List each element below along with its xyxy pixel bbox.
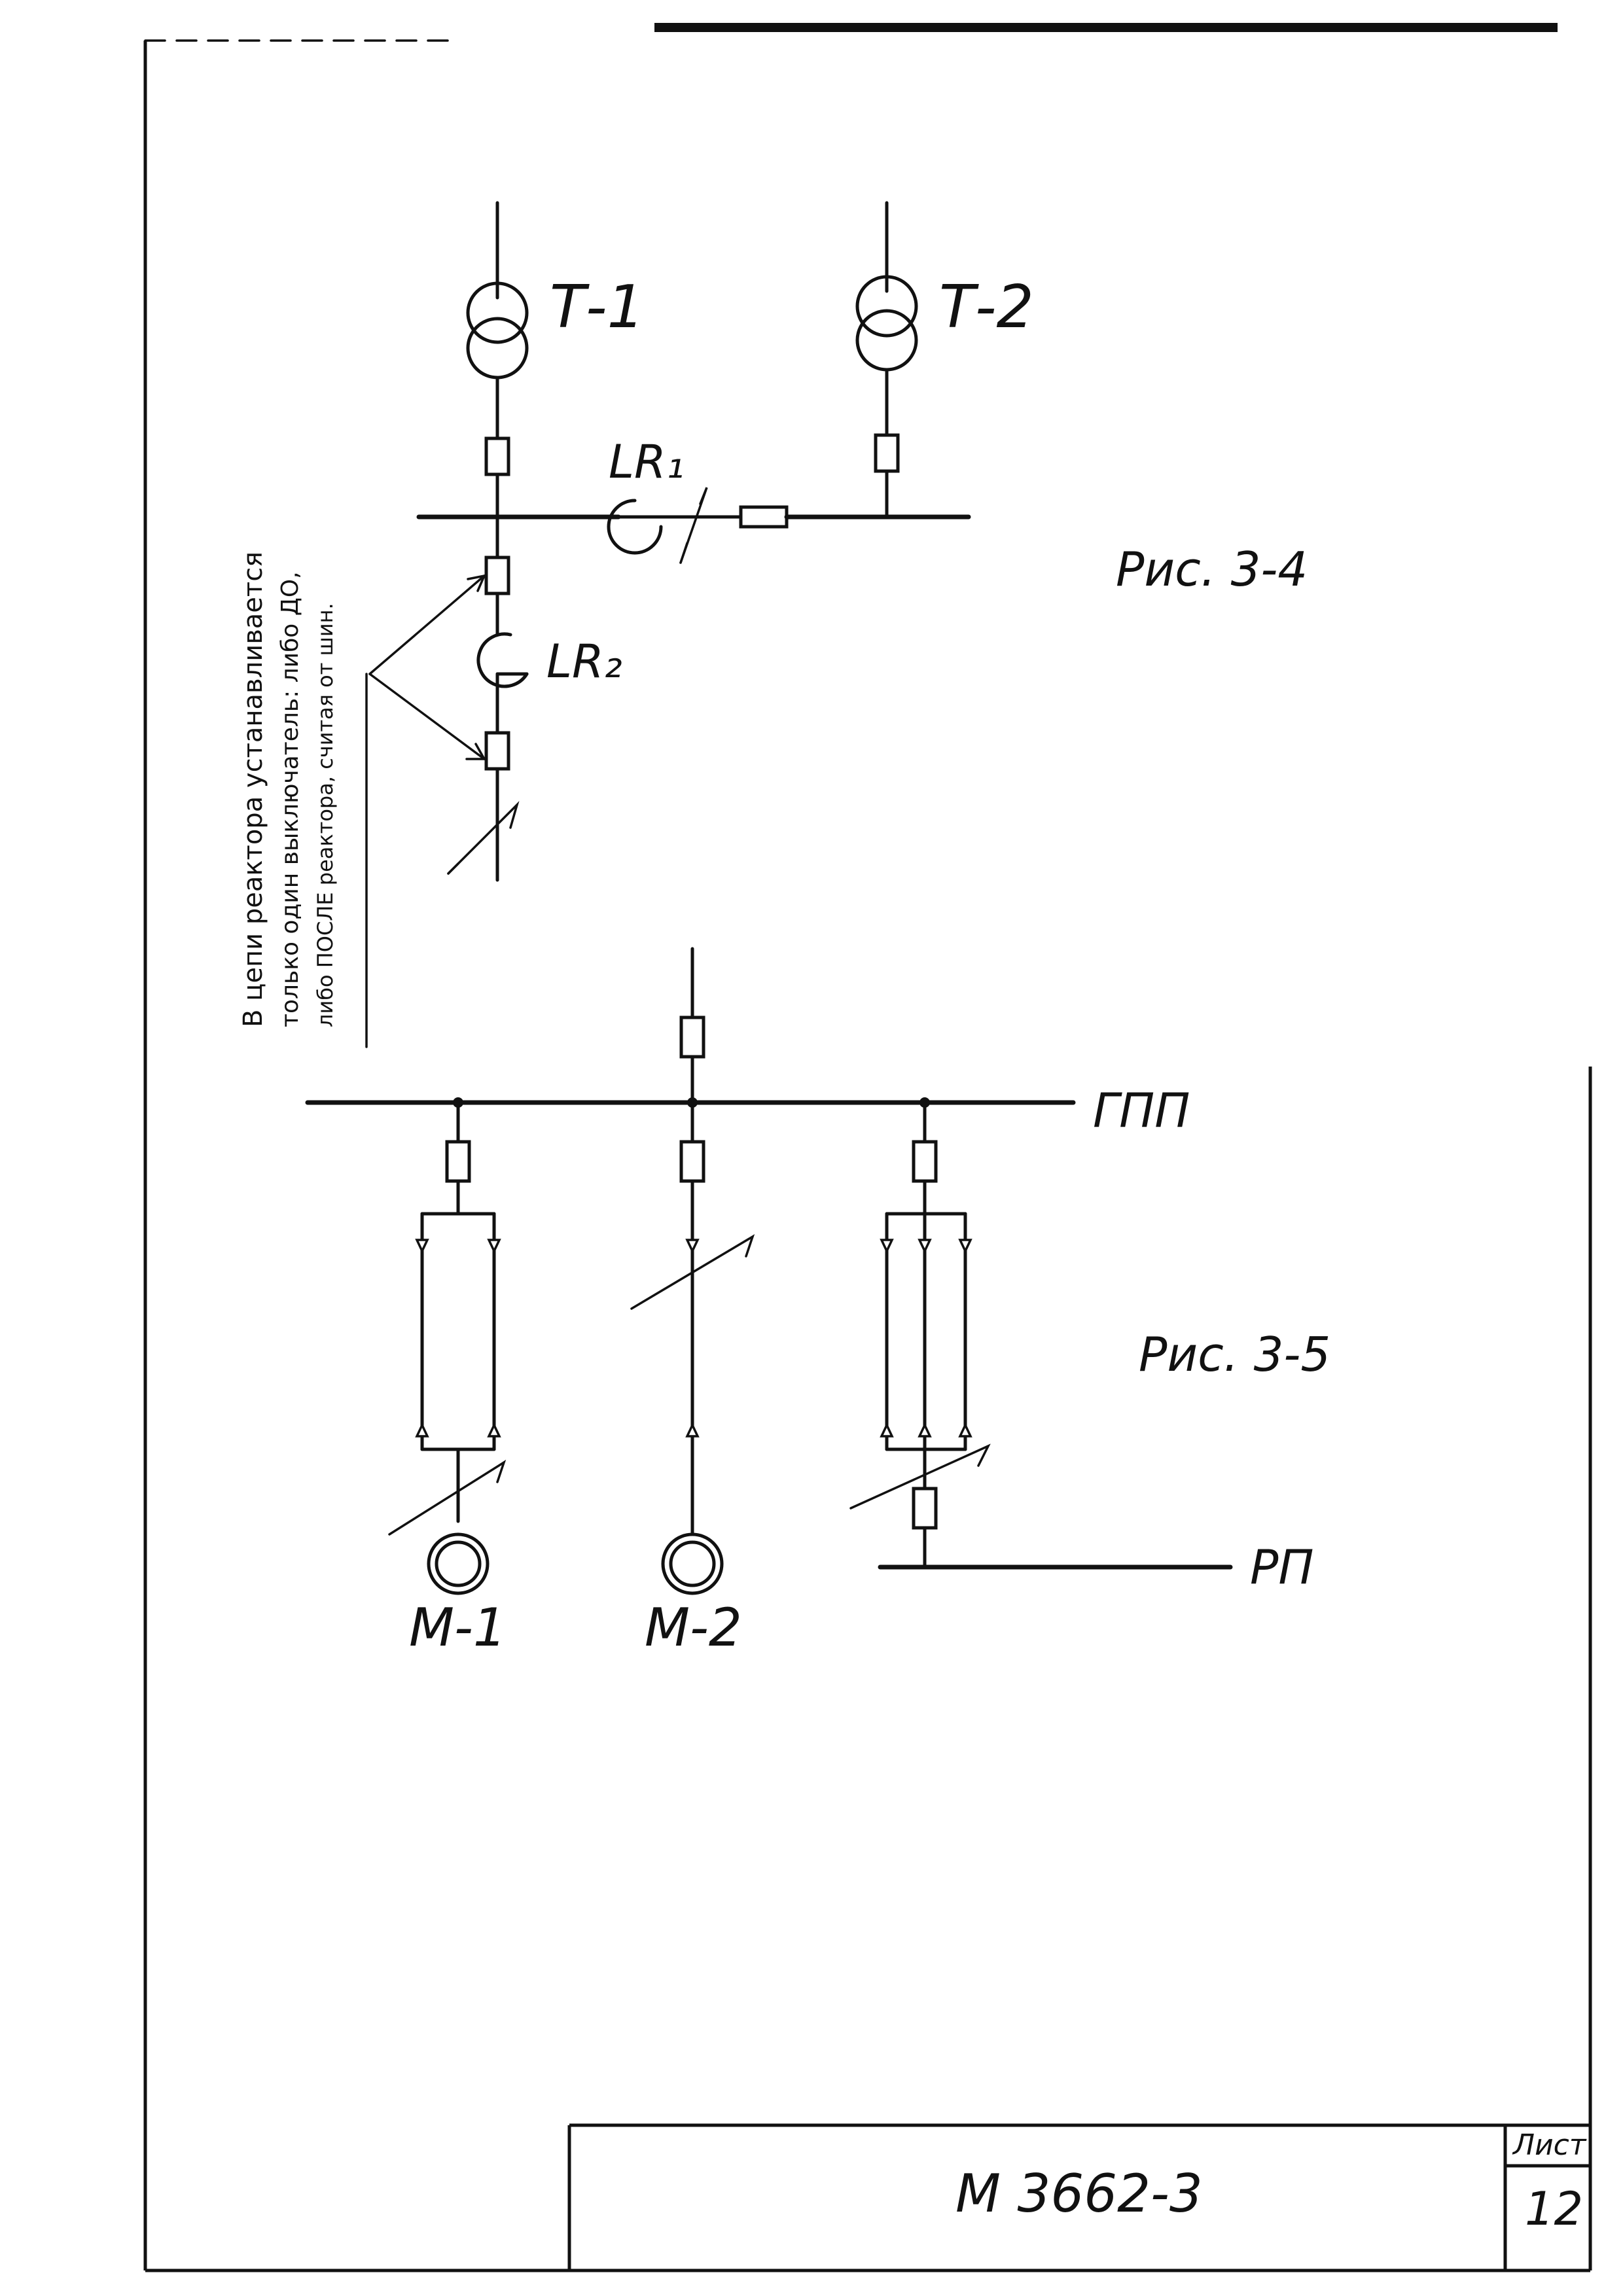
breaker-t2	[874, 433, 900, 473]
title-block: М 3662-3 Лист 12	[567, 2123, 1590, 2270]
feeder-m2: М-2	[630, 1101, 755, 1658]
breaker-m1	[445, 1140, 471, 1183]
short-circuit-mark-fig34	[447, 800, 520, 875]
label-lr2: LR₂	[546, 635, 622, 688]
sheet-number: 12	[1525, 2182, 1583, 2236]
note-leader-arrows	[365, 574, 486, 1048]
note-line-2: только один выключатель: либо ДО,	[277, 571, 304, 1027]
label-gpp: ГПП	[1093, 1083, 1190, 1138]
feeder-m1: М-1	[388, 1101, 507, 1658]
breaker-rp-incoming	[912, 1487, 938, 1530]
label-lr1: LR₁	[609, 435, 685, 489]
motor-m1-symbol	[427, 1532, 490, 1595]
feeder-rp: РП	[849, 1101, 1314, 1595]
reactor-lr2-symbol	[476, 632, 529, 688]
short-circuit-mark-rp	[849, 1443, 991, 1510]
breaker-incoming	[679, 1016, 705, 1059]
label-t1: Т-1	[550, 273, 645, 342]
label-m1: М-1	[409, 1597, 507, 1658]
figure-3-5: ГПП М-1	[305, 947, 1330, 1658]
sheet-label: Лист	[1512, 2128, 1587, 2162]
breaker-before-reactor	[484, 556, 510, 595]
breaker-rp-feeder	[912, 1140, 938, 1183]
breaker-m2	[679, 1140, 705, 1183]
breaker-after-reactor	[484, 731, 510, 771]
figure-3-4: Т-1 Т-2 LR₁ LR₂ Рис. 3-4 В цепи реактора…	[238, 201, 1308, 1048]
document-designation: М 3662-3	[955, 2163, 1203, 2224]
drawing-frame	[143, 23, 1592, 2272]
label-m2: М-2	[645, 1597, 742, 1658]
motor-m2-symbol	[661, 1532, 724, 1595]
lr1-arrow	[679, 487, 708, 564]
note-line-3: либо ПОСЛЕ реактора, считая от шин.	[313, 603, 338, 1027]
short-circuit-mark-m1	[388, 1459, 507, 1536]
breaker-t1	[484, 436, 510, 476]
caption-fig-3-5: Рис. 3-5	[1139, 1327, 1330, 1382]
label-rp: РП	[1250, 1540, 1314, 1595]
reactor-note: В цепи реактора устанавливается только о…	[238, 552, 338, 1027]
caption-fig-3-4: Рис. 3-4	[1116, 542, 1308, 597]
label-t2: Т-2	[939, 273, 1034, 342]
breaker-sectional	[739, 505, 789, 529]
reactor-lr1-symbol	[607, 499, 683, 555]
note-line-1: В цепи реактора устанавливается	[238, 552, 268, 1027]
short-circuit-mark-m2	[630, 1234, 755, 1310]
